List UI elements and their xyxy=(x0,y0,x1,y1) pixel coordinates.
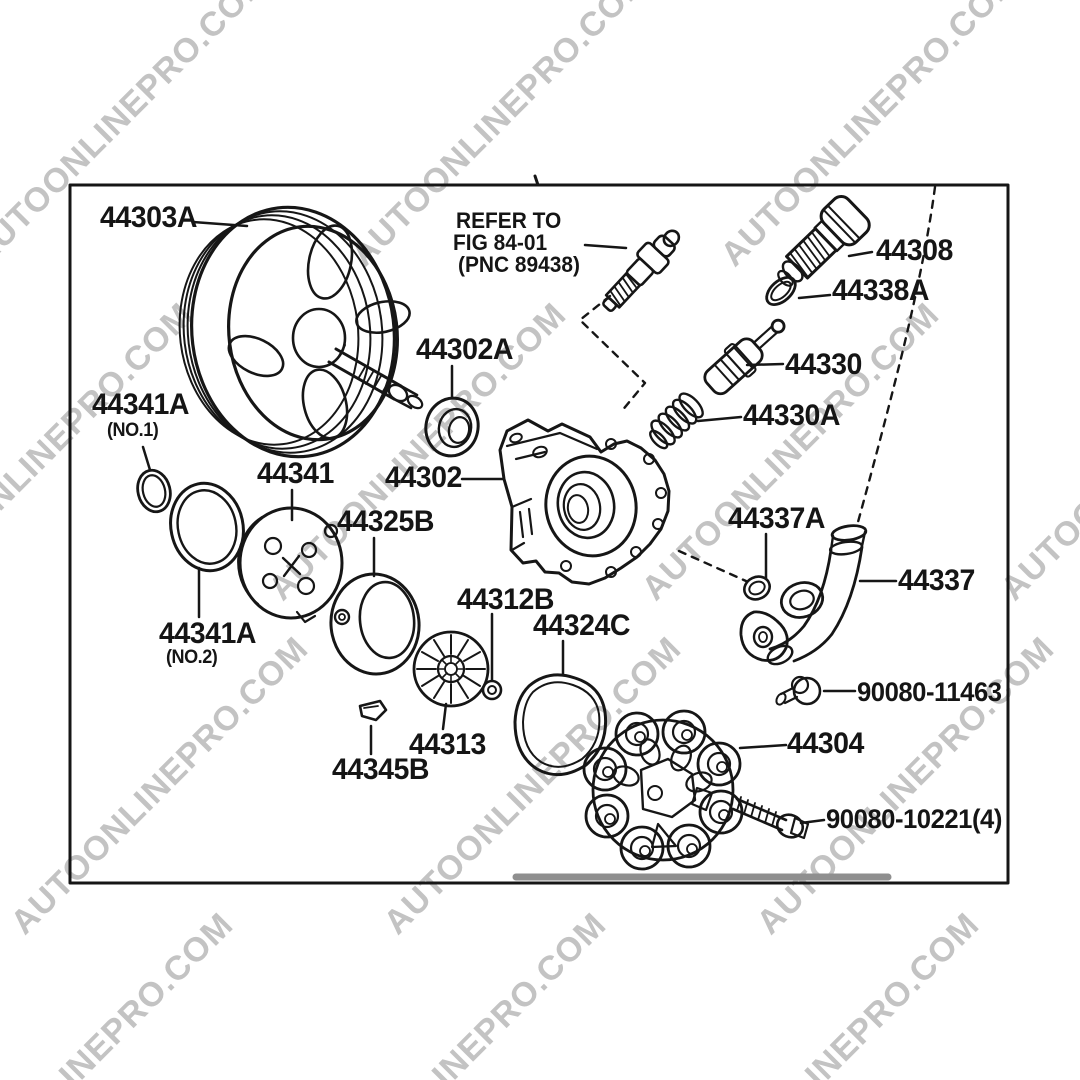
union-o-ring-drawing xyxy=(743,575,771,601)
diagram-frame xyxy=(68,174,1010,885)
flow-control-valve-drawing xyxy=(703,318,786,396)
part-sublabel-no2: (NO.2) xyxy=(166,647,218,668)
front-housing-drawing xyxy=(498,418,671,586)
cam-ring-drawing xyxy=(329,572,421,676)
part-label-rear-cover: 44304 xyxy=(787,727,864,760)
key-drawing xyxy=(358,699,388,722)
dashed-lines xyxy=(578,185,937,583)
part-label-pulley: 44303A xyxy=(100,201,197,234)
part-label-key: 44345B xyxy=(332,753,429,786)
gasket-drawing xyxy=(513,673,608,777)
part-label-gasket: 44324C xyxy=(533,609,630,642)
part-label-flow-control-valve: 44330 xyxy=(785,348,862,381)
refer-note-line3: (PNC 89438) xyxy=(458,252,580,277)
valve-spring-drawing xyxy=(649,392,704,450)
part-sublabel-no1: (NO.1) xyxy=(107,420,159,441)
part-label-plug: 44308 xyxy=(876,234,953,267)
part-label-suction-tube: 44337 xyxy=(898,564,975,597)
pulley-drawing xyxy=(178,205,424,459)
rotor-drawing xyxy=(412,630,490,708)
part-label-plug-o-ring: 44338A xyxy=(832,274,929,307)
part-label-front-housing: 44302 xyxy=(385,461,462,494)
refer-note-line1: REFER TO xyxy=(456,208,562,233)
cover-bolt-drawing xyxy=(731,796,810,840)
part-label-valve-spring: 44330A xyxy=(743,399,840,432)
shaft-bearing-drawing xyxy=(424,396,480,458)
part-label-ring-no1: 44341A xyxy=(92,388,189,421)
suction-tube-drawing xyxy=(739,524,868,666)
part-label-roller: 44312B xyxy=(457,583,554,616)
part-label-shaft-bearing: 44302A xyxy=(416,333,513,366)
plug-o-ring-drawing xyxy=(765,276,797,306)
part-label-union-bolt: 90080-11463 xyxy=(857,677,1002,707)
part-label-cam-ring: 44325B xyxy=(337,505,434,538)
part-label-ring-no2: 44341A xyxy=(159,617,256,650)
plug-drawing xyxy=(777,194,871,287)
part-label-union-o-ring: 44337A xyxy=(728,502,825,535)
refer-note-line2: FIG 84-01 xyxy=(453,230,548,255)
part-label-cover-bolt: 90080-10221(4) xyxy=(826,804,1002,834)
rear-cover-drawing xyxy=(582,709,744,871)
part-label-rotor: 44313 xyxy=(409,728,486,761)
leader-lines xyxy=(141,220,898,825)
ring-no2-drawing xyxy=(169,481,245,573)
union-bolt-drawing xyxy=(775,675,822,706)
part-label-plate: 44341 xyxy=(257,457,334,490)
